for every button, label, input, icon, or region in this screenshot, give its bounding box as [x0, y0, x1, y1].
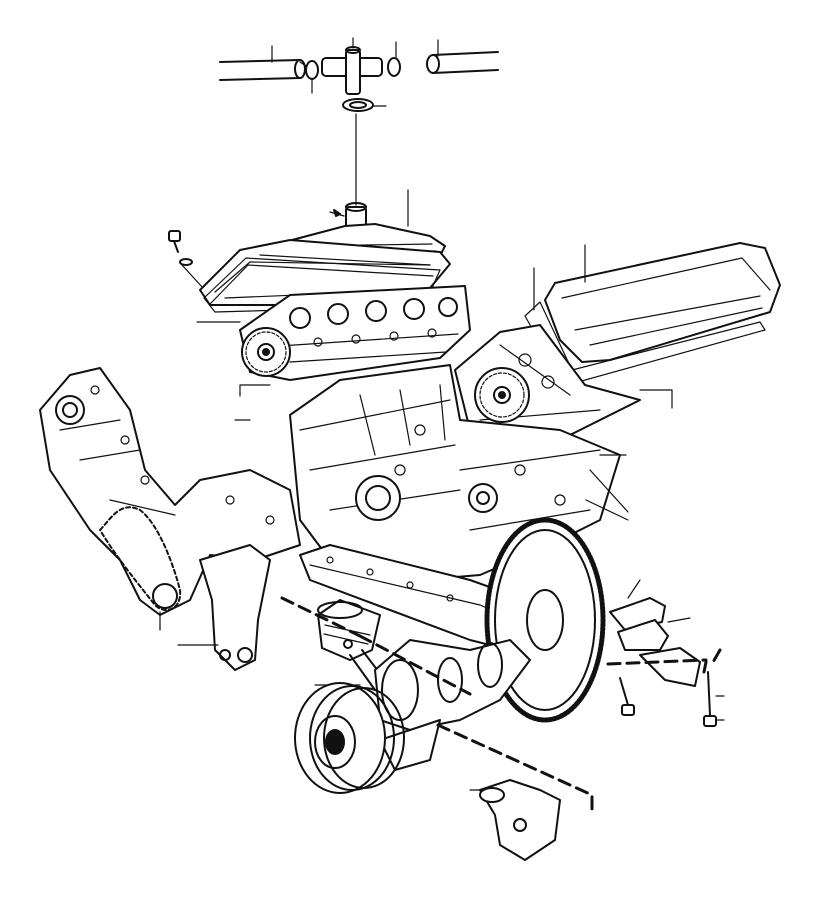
right-valve-cover — [533, 242, 781, 363]
left-cylinder-head — [239, 285, 471, 381]
engine-mount — [609, 579, 701, 687]
callout-leaders — [234, 419, 629, 521]
seal-ring — [342, 98, 387, 112]
hose-clamp-left — [299, 60, 319, 94]
hose-right — [426, 39, 499, 74]
hose-left — [219, 45, 306, 81]
dashed-assembly-line-lower — [436, 723, 594, 812]
left-camshaft-sprocket — [241, 327, 291, 377]
hose-clamp-right — [387, 41, 401, 77]
water-pump-elbow — [469, 779, 561, 861]
piston-and-rod — [317, 599, 386, 691]
dashed-mount-line — [606, 658, 708, 666]
right-camshaft-sprocket — [474, 367, 530, 423]
mount-bolt-left — [619, 677, 635, 716]
crankshaft-pulley — [294, 682, 405, 794]
leader-left-head — [196, 321, 271, 397]
crankshaft — [314, 639, 531, 771]
thermostat-housing-tee — [321, 37, 383, 95]
dashed-assembly-line-upper — [280, 596, 472, 696]
timing-chain — [99, 506, 182, 611]
bolt-with-washer — [168, 230, 215, 301]
front-engine-bracket — [177, 544, 271, 671]
dashed-mount-line-right — [702, 648, 722, 674]
mount-stud-right — [703, 671, 725, 727]
